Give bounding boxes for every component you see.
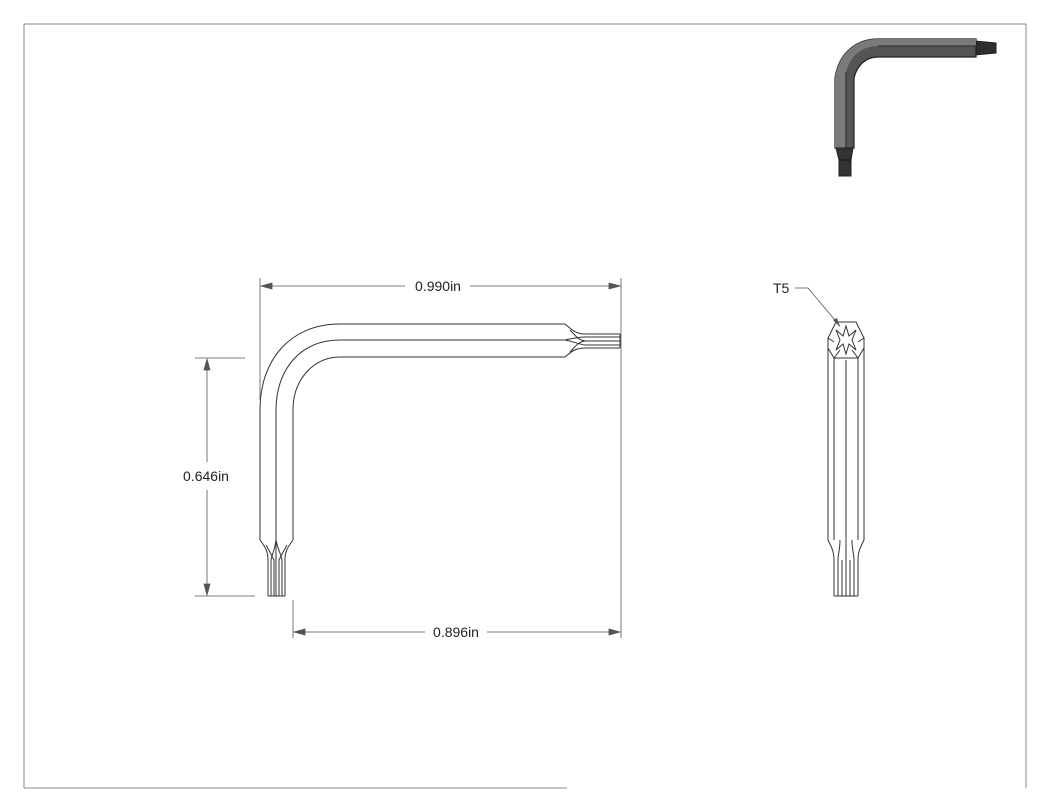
- iso-wrench-highlight: [835, 39, 976, 148]
- isometric-view: [834, 38, 997, 177]
- dimension-lines: [195, 278, 622, 638]
- sheet-border: [23, 23, 1027, 789]
- iso-wrench-body: [834, 38, 977, 149]
- side-view: [827, 321, 865, 597]
- iso-top-tip: [974, 40, 997, 56]
- tip-size-label: T5: [773, 280, 790, 296]
- iso-wrench-edge: [845, 45, 976, 148]
- front-inner-contour: [292, 356, 565, 540]
- dim-height: 0.646in: [183, 468, 229, 484]
- dim-overall-width: 0.990in: [415, 278, 461, 294]
- iso-bottom-tip: [835, 147, 854, 177]
- front-outer-contour: [259, 323, 565, 540]
- tip-callout: [795, 287, 841, 327]
- front-view: [259, 323, 621, 597]
- dim-lower-width: 0.896in: [433, 624, 479, 640]
- callout-arrowhead: [833, 318, 840, 327]
